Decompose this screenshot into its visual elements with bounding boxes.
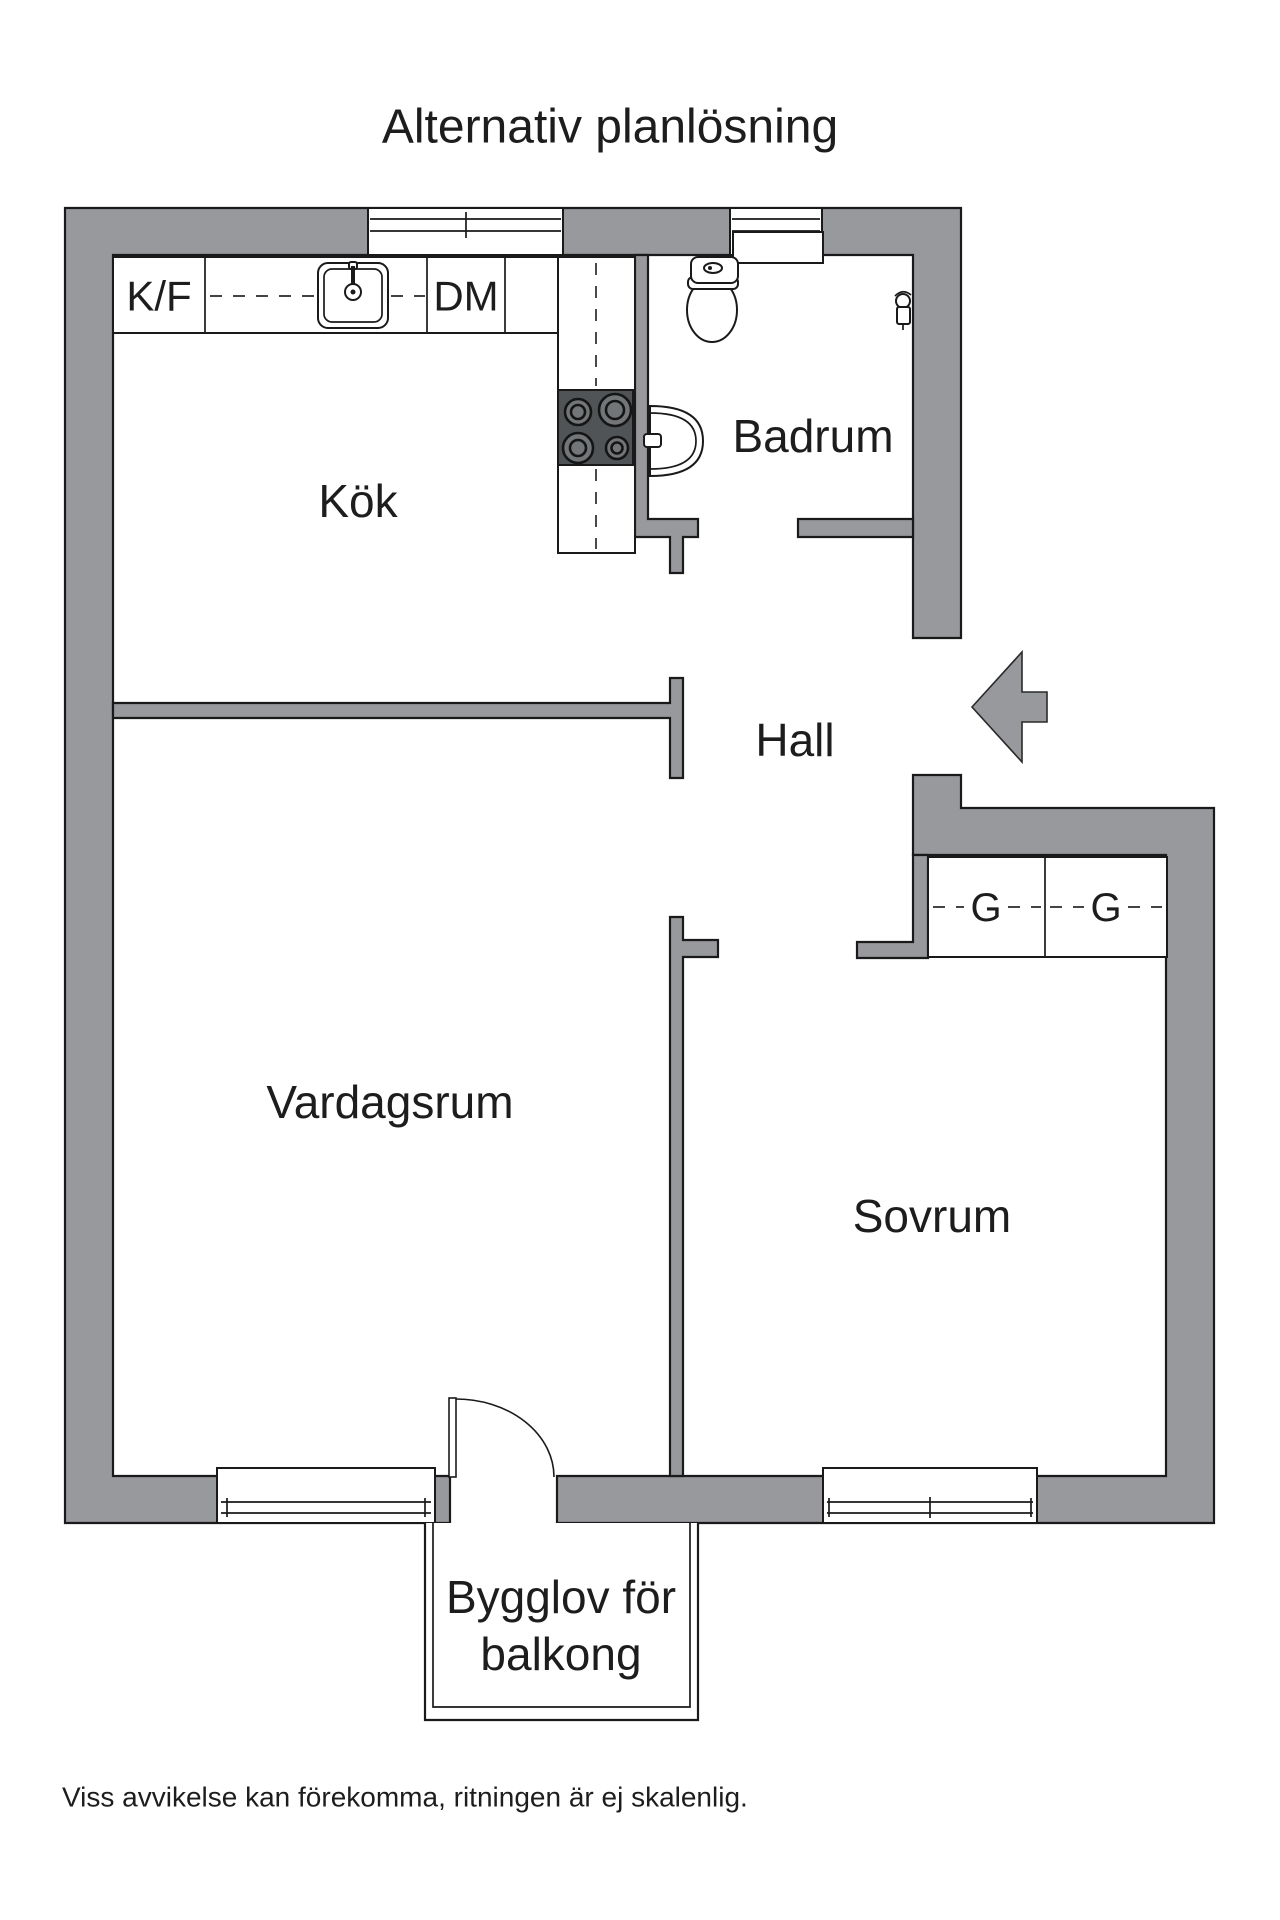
bathroom-basin bbox=[643, 404, 705, 478]
room-label-bathroom: Badrum bbox=[732, 410, 893, 462]
balcony-door bbox=[448, 1397, 555, 1478]
bedroom-window bbox=[822, 1467, 1038, 1524]
entrance-arrow-icon bbox=[970, 649, 1048, 765]
wardrobes: G G bbox=[927, 856, 1168, 958]
livingroom-window bbox=[216, 1467, 436, 1524]
wall-kitchen-livingroom bbox=[111, 676, 685, 780]
shower-tap-icon bbox=[894, 290, 912, 330]
room-label-kitchen: Kök bbox=[318, 475, 398, 527]
room-label-bedroom: Sovrum bbox=[853, 1190, 1011, 1242]
wardrobe-label-1: G bbox=[970, 886, 1001, 930]
fridge-freezer-label: K/F bbox=[126, 273, 191, 320]
wall-hall-wardrobe bbox=[855, 853, 930, 960]
room-label-hall: Hall bbox=[755, 714, 834, 766]
disclaimer-text: Viss avvikelse kan förekomma, ritningen … bbox=[62, 1782, 748, 1813]
exterior-wall-main bbox=[63, 206, 963, 1525]
toilet bbox=[686, 256, 739, 343]
stove bbox=[557, 389, 634, 466]
balcony-label-line1: Bygglov för bbox=[446, 1571, 676, 1623]
dishwasher-label: DM bbox=[433, 273, 498, 320]
balcony-label-line2: balkong bbox=[480, 1628, 641, 1680]
wardrobe-label-2: G bbox=[1090, 886, 1121, 930]
room-label-livingroom: Vardagsrum bbox=[266, 1076, 513, 1128]
kitchen-window bbox=[367, 207, 564, 256]
kitchen-sink bbox=[317, 261, 389, 329]
balcony: Bygglov för balkong bbox=[423, 1523, 700, 1722]
bathroom-window bbox=[729, 207, 824, 264]
wall-livingroom-bedroom bbox=[668, 915, 720, 1478]
wall-bathroom-south bbox=[796, 517, 915, 539]
wall-kitchen-bathroom bbox=[633, 253, 700, 575]
page-title: Alternativ planlösning bbox=[382, 101, 838, 154]
